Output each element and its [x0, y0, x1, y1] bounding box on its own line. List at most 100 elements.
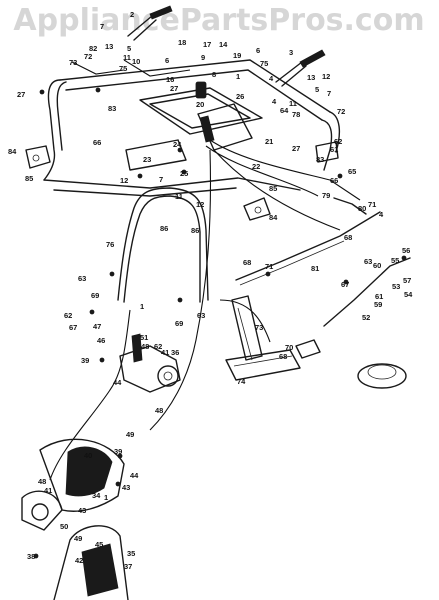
- callout-label: 23: [143, 155, 151, 164]
- callout-label: 1: [140, 302, 144, 311]
- watermark-text: AppliancePartsPros.com: [13, 3, 424, 38]
- drive-cables: [49, 149, 271, 481]
- callout-label: 84: [269, 213, 278, 222]
- callout-label: 68: [243, 258, 251, 267]
- callout-label: 14: [219, 40, 228, 49]
- callout-label: 73: [69, 58, 77, 67]
- callout-label: 75: [260, 59, 268, 68]
- hardware-bolts: [33, 87, 407, 559]
- callout-label: 2: [130, 10, 134, 19]
- callout-label: 7: [100, 22, 104, 31]
- callout-label: 67: [69, 323, 77, 332]
- callout-label: 48: [155, 406, 163, 415]
- callout-label: 75: [119, 64, 127, 73]
- callout-label: 45: [95, 540, 103, 549]
- callout-label: 37: [124, 562, 132, 571]
- speed-pulley: [295, 339, 407, 389]
- callout-label: 57: [403, 276, 411, 285]
- callout-label: 6: [256, 46, 260, 55]
- callout-label: 46: [97, 336, 105, 345]
- callout-label: 54: [404, 290, 413, 299]
- callout-label: 86: [191, 226, 199, 235]
- auger-chute-assembly: [21, 438, 129, 600]
- callout-label: 4: [379, 210, 384, 219]
- callout-label: 62: [64, 311, 72, 320]
- callout-label: 61: [375, 292, 383, 301]
- callout-label: 56: [402, 246, 410, 255]
- callout-label: 62: [154, 342, 162, 351]
- callout-label: 81: [311, 264, 319, 273]
- callout-label: 86: [160, 224, 168, 233]
- callout-label: 18: [178, 38, 186, 47]
- callout-label: 55: [391, 256, 399, 265]
- callout-label: 69: [91, 291, 99, 300]
- callout-label: 1: [236, 72, 240, 81]
- right-handle-grip: [275, 49, 326, 87]
- callout-label: 73: [255, 323, 263, 332]
- lower-handle-frame: [43, 177, 301, 303]
- callout-label: 83: [316, 155, 324, 164]
- callout-label: 22: [252, 162, 260, 171]
- callout-label: 5: [315, 85, 319, 94]
- callout-label: 16: [166, 75, 174, 84]
- callout-label: 49: [74, 534, 82, 543]
- callout-label: 41: [161, 348, 169, 357]
- callout-label: 66: [330, 176, 338, 185]
- callout-label: 35: [127, 549, 135, 558]
- callout-label: 53: [392, 282, 400, 291]
- shift-rod-assembly: [235, 197, 411, 327]
- callout-label: 76: [106, 240, 114, 249]
- callout-label: 39: [114, 447, 122, 456]
- callout-label: 44: [130, 471, 139, 480]
- callout-label: 72: [84, 52, 92, 61]
- control-rods: [71, 59, 361, 231]
- callout-label: 82: [89, 44, 97, 53]
- callout-label: 21: [265, 137, 273, 146]
- callout-label: 67: [341, 280, 349, 289]
- callout-label: 68: [344, 233, 352, 242]
- callout-label: 3: [289, 48, 293, 57]
- callout-label: 11: [289, 99, 297, 108]
- callout-label: 42: [75, 556, 83, 565]
- callout-label: 27: [17, 90, 25, 99]
- callout-label: 38: [27, 552, 35, 561]
- callout-label: 68: [279, 352, 287, 361]
- callout-label: 19: [233, 51, 241, 60]
- callout-label: 62: [334, 137, 342, 146]
- callout-label: 64: [280, 106, 289, 115]
- callout-label: 26: [236, 92, 244, 101]
- callout-label: 12: [120, 176, 128, 185]
- callout-label: 71: [368, 200, 376, 209]
- callout-label: 4: [272, 97, 277, 106]
- callout-label: 79: [322, 191, 330, 200]
- callout-label: 60: [373, 261, 381, 270]
- callout-label: 47: [93, 322, 101, 331]
- callout-label: 43: [122, 483, 130, 492]
- callout-label: 11: [123, 53, 131, 62]
- callout-label: 20: [196, 100, 204, 109]
- callout-label: 44: [113, 378, 122, 387]
- drive-belt-plates: [225, 295, 301, 381]
- callout-label: 39: [81, 356, 89, 365]
- callout-label: 72: [337, 107, 345, 116]
- callout-label: 63: [364, 257, 372, 266]
- callout-label: 27: [292, 144, 300, 153]
- callout-label: 6: [165, 56, 169, 65]
- callout-label: 51: [140, 333, 148, 342]
- callout-label: 70: [285, 343, 293, 352]
- callout-label: 61: [330, 145, 338, 154]
- callout-label: 48: [38, 477, 46, 486]
- callout-label: 59: [374, 300, 382, 309]
- callout-label: 43: [78, 506, 86, 515]
- callout-label: 80: [358, 204, 366, 213]
- callout-label: 7: [159, 175, 163, 184]
- callout-label: 71: [265, 262, 273, 271]
- callout-label: 13: [307, 73, 315, 82]
- callout-label: 83: [108, 104, 116, 113]
- callout-label: 40: [84, 451, 92, 460]
- callout-label: 85: [25, 174, 33, 183]
- callout-label: 69: [175, 319, 183, 328]
- left-handle-grip: [127, 5, 173, 41]
